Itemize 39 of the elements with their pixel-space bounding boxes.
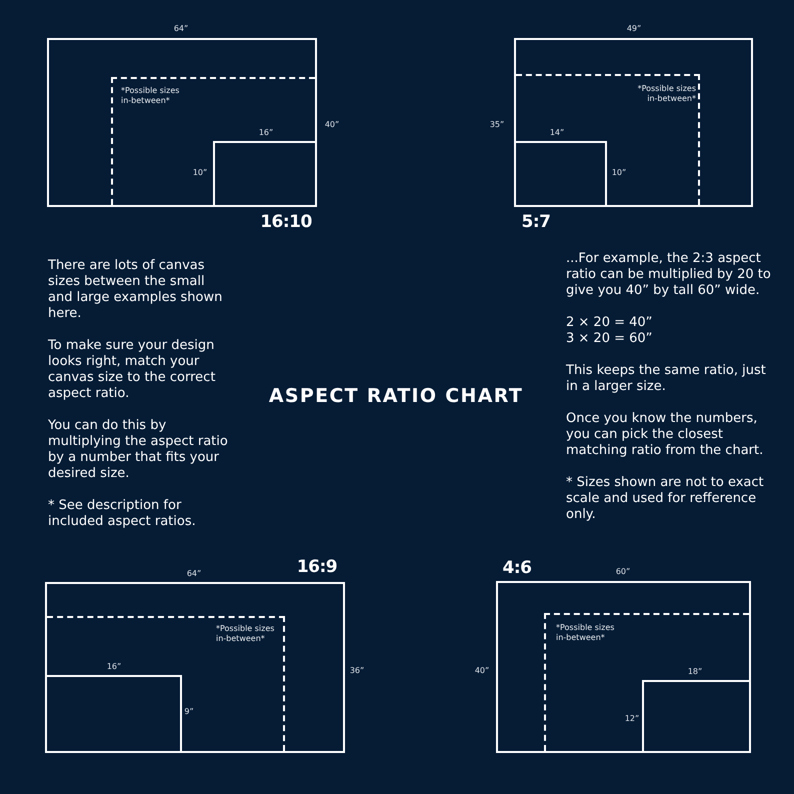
dimension-label: 64” (174, 25, 188, 33)
dimension-label: 16” (106, 663, 122, 671)
dimension-label: 40” (324, 121, 340, 129)
dashed-range-outline (516, 74, 700, 205)
ratio-heading: 5:7 (522, 213, 550, 233)
dashed-range-outline (47, 616, 285, 751)
body-text: To make sure your design looks right, match your canvas size to the correct aspect ratio. (48, 338, 216, 402)
dimension-label: 49” (626, 25, 642, 33)
body-text: * Sizes shown are not to exact scale and used for refference only. (566, 475, 765, 523)
dashed-range-outline (111, 77, 315, 205)
body-text: There are lots of canvas sizes between the small and large examples shown here. (48, 258, 224, 322)
equation-text: 2 × 20 = 40” (566, 315, 654, 331)
body-text: This keeps the same ratio, just in a larger size. (566, 363, 767, 395)
chart-title: ASPECT RATIO CHART (268, 385, 524, 407)
range-note: *Possible sizes in-between* (636, 84, 696, 104)
dimension-label: 60” (616, 568, 630, 576)
body-text: * See description for included aspect ratios. (48, 498, 197, 530)
dimension-label: 36” (350, 667, 364, 675)
dimension-label: 18” (688, 668, 702, 676)
ratio-heading: 16:9 (296, 558, 338, 578)
body-text: ...For example, the 2:3 aspect ratio can be multiplied by 20 to give you 40” by tall 60” wide. (566, 251, 772, 299)
dimension-label: 10” (192, 169, 208, 177)
range-note: *Possible sizes in-between* (556, 623, 616, 643)
ratio-heading: 4:6 (502, 559, 532, 579)
body-text: You can do this by multiplying the aspect ratio by a number that fits your desired size. (48, 418, 229, 482)
equation-text: 3 × 20 = 60” (566, 331, 654, 347)
dimension-label: 12” (624, 715, 640, 723)
body-text: Once you know the numbers, you can pick the closest matching ratio from the chart. (566, 411, 764, 459)
range-note: *Possible sizes in-between* (216, 624, 276, 644)
dimension-label: 14” (550, 129, 564, 137)
dashed-range-outline (544, 613, 749, 751)
dimension-label: 9” (184, 708, 194, 716)
dimension-label: 10” (612, 169, 626, 177)
dimension-label: 40” (474, 667, 490, 675)
dimension-label: 64” (186, 570, 202, 578)
dimension-label: 16” (258, 129, 274, 137)
ratio-heading: 16:10 (260, 213, 312, 233)
range-note: *Possible sizes in-between* (121, 86, 180, 106)
dimension-label: 35” (490, 121, 504, 129)
